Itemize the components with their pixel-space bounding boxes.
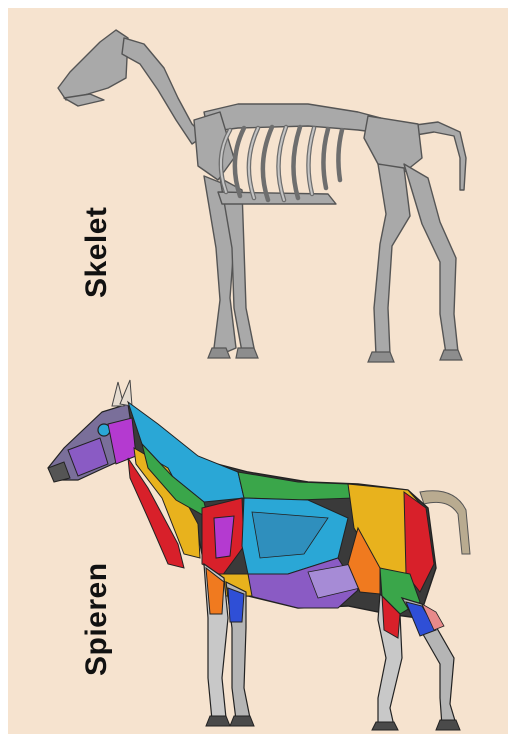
neck-vertebrae: [122, 38, 204, 144]
hind-leg-far: [404, 164, 458, 354]
horse-muscles-illustration: [8, 368, 508, 734]
hooves: [208, 348, 462, 362]
anatomy-poster: Skelet: [8, 8, 508, 734]
skull: [58, 30, 128, 100]
skeleton-label: Skelet: [80, 207, 114, 298]
skeleton-panel: Skelet: [8, 8, 508, 368]
hind-leg-near: [374, 164, 410, 356]
pelvis: [364, 116, 422, 174]
hooves: [206, 716, 460, 730]
muscles-panel: Spieren: [8, 368, 508, 734]
muscles-label: Spieren: [80, 562, 114, 676]
horse-skeleton-illustration: [8, 8, 508, 368]
